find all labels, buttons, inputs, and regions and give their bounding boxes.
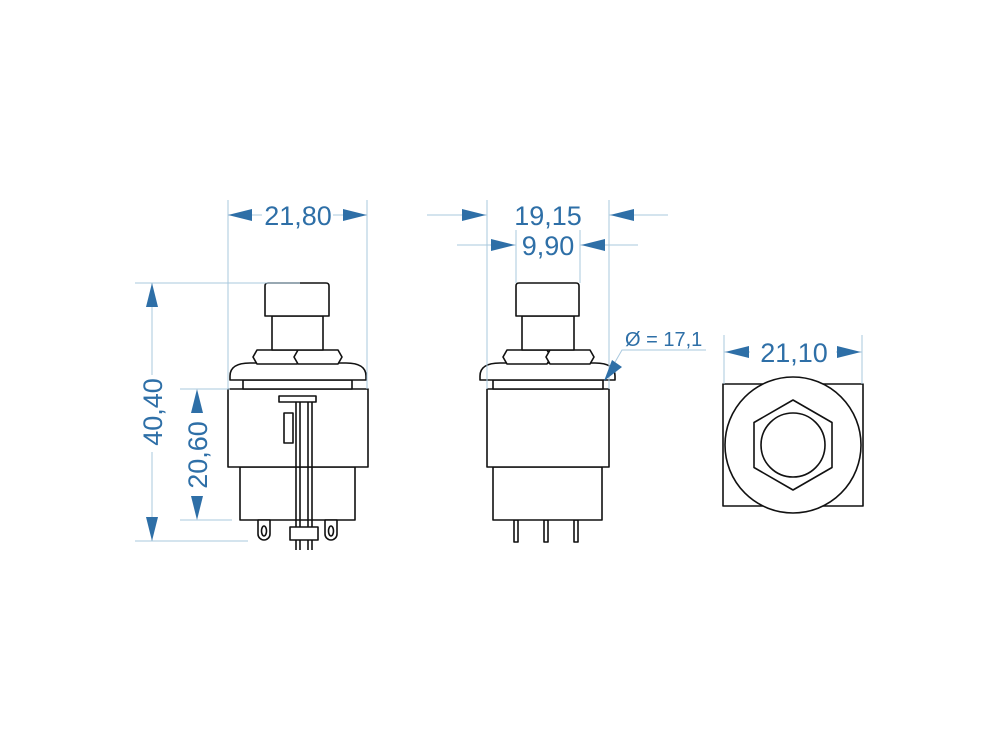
arrow-icon (837, 346, 861, 358)
dim-label: 20,60 (183, 421, 213, 489)
cap-circle (760, 412, 826, 478)
cap (515, 282, 580, 317)
main-body (486, 388, 610, 468)
lower-body (492, 466, 603, 521)
top-width-dimension: 21,10 (723, 335, 863, 384)
arrow-icon (191, 496, 203, 520)
cap (264, 282, 330, 317)
dim-label: 40,40 (138, 378, 168, 446)
front-view (227, 282, 369, 550)
arrow-icon (191, 389, 203, 413)
arrow-icon (146, 517, 158, 541)
total-height-dimension: 40,40 (135, 282, 300, 542)
dim-label: 21,10 (760, 338, 828, 368)
arrow-icon (146, 283, 158, 307)
neck (492, 379, 604, 390)
body-height-dimension: 20,60 (180, 388, 232, 521)
arrow-icon (604, 360, 622, 381)
arrow-icon (491, 239, 515, 251)
nut-left (502, 349, 552, 365)
dim-label: 21,80 (264, 201, 332, 231)
neck (242, 379, 353, 390)
plunger-bar (278, 395, 317, 403)
arrow-icon (725, 346, 749, 358)
stem (271, 315, 324, 351)
flange (479, 362, 616, 381)
arrow-icon (581, 239, 605, 251)
nut-right (545, 349, 595, 365)
nut-right (293, 349, 343, 365)
contact-block (283, 412, 294, 444)
dim-label: 9,90 (522, 231, 575, 261)
arrow-icon (343, 209, 367, 221)
front-width-dimension: 21,80 (227, 200, 368, 389)
dim-label: Ø = 17,1 (625, 329, 702, 351)
cap-width-dimension: 9,90 (457, 230, 638, 283)
side-width-dimension: 19,15 (427, 200, 668, 389)
flange (229, 362, 367, 381)
diameter-dimension: Ø = 17,1 (604, 329, 706, 381)
dim-label: 19,15 (514, 201, 582, 231)
lower-body (239, 466, 356, 521)
top-view (722, 376, 864, 514)
center-terminal (289, 526, 319, 541)
stem (521, 315, 575, 351)
arrow-icon (462, 209, 486, 221)
arrow-icon (228, 209, 252, 221)
side-view (479, 282, 616, 543)
arrow-icon (610, 209, 634, 221)
